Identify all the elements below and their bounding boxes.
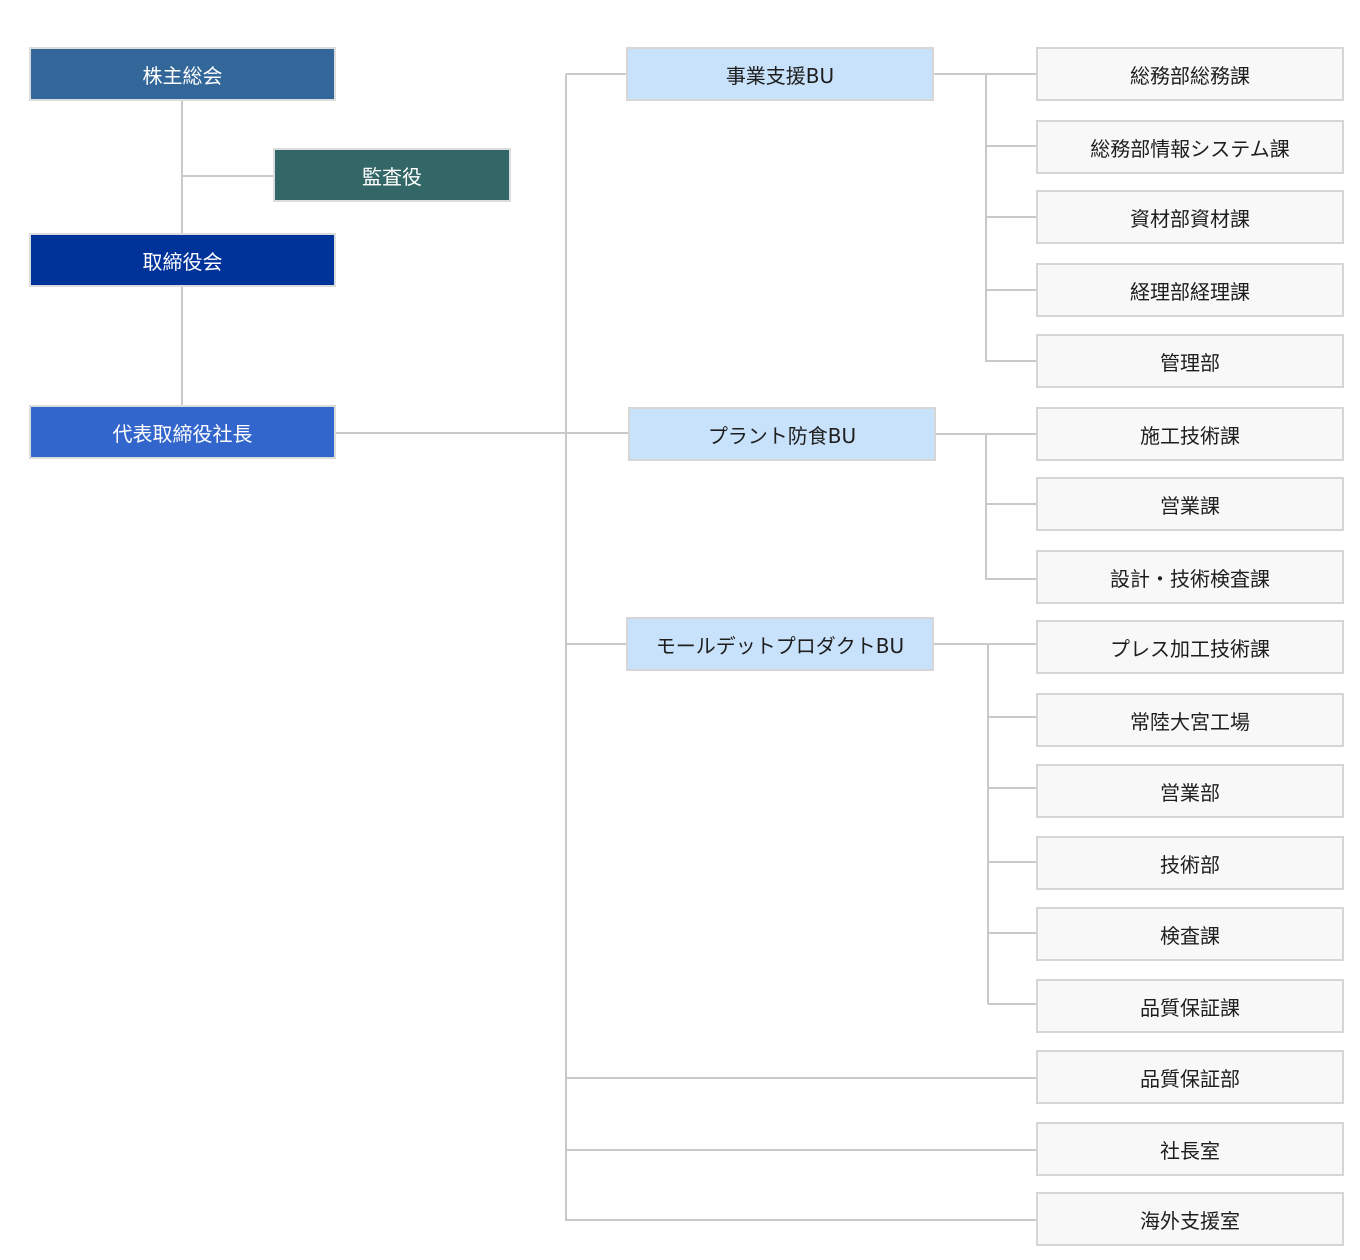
department-box: 管理部 (1036, 334, 1344, 388)
president-box: 代表取締役社長 (29, 405, 336, 459)
department-box: 総務部情報システム課 (1036, 120, 1344, 174)
connector-line (565, 74, 567, 1221)
connector-line (988, 716, 1038, 718)
auditor-box: 監査役 (273, 148, 511, 202)
connector-line (986, 216, 1038, 218)
department-box: 経理部経理課 (1036, 263, 1344, 317)
connector-line (986, 289, 1038, 291)
department-box: 品質保証課 (1036, 979, 1344, 1033)
department-box: 設計・技術検査課 (1036, 550, 1344, 604)
business-unit-support: 事業支援BU (626, 47, 934, 101)
connector-line (335, 432, 630, 434)
connector-line (988, 787, 1038, 789)
connector-line (987, 644, 989, 1004)
connector-line (988, 932, 1038, 934)
connector-line (986, 578, 1038, 580)
department-box: 社長室 (1036, 1122, 1344, 1176)
department-box: 品質保証部 (1036, 1050, 1344, 1104)
connector-line (181, 286, 183, 406)
connector-line (985, 434, 987, 580)
connector-line (986, 145, 1038, 147)
department-box: 施工技術課 (1036, 407, 1344, 461)
connector-line (985, 74, 987, 362)
connector-line (988, 1003, 1038, 1005)
connector-line (566, 643, 628, 645)
department-box: 検査課 (1036, 907, 1344, 961)
department-box: プレス加工技術課 (1036, 620, 1344, 674)
board-of-directors-box: 取締役会 (29, 233, 336, 287)
department-box: 海外支援室 (1036, 1192, 1344, 1246)
connector-line (566, 1219, 1038, 1221)
department-box: 総務部総務課 (1036, 47, 1344, 101)
business-unit-molded-product: モールデットプロダクトBU (626, 617, 934, 671)
connector-line (182, 175, 275, 177)
department-box: 資材部資材課 (1036, 190, 1344, 244)
department-box: 営業部 (1036, 764, 1344, 818)
connector-line (566, 1077, 1038, 1079)
connector-line (988, 861, 1038, 863)
connector-line (181, 100, 183, 235)
connector-line (566, 73, 628, 75)
department-box: 営業課 (1036, 477, 1344, 531)
connector-line (566, 1149, 1038, 1151)
department-box: 常陸大宮工場 (1036, 693, 1344, 747)
connector-line (986, 503, 1038, 505)
connector-line (933, 643, 1038, 645)
department-box: 技術部 (1036, 836, 1344, 890)
business-unit-plant-corrosion: プラント防食BU (628, 407, 936, 461)
connector-line (986, 360, 1038, 362)
shareholders-meeting-box: 株主総会 (29, 47, 336, 101)
